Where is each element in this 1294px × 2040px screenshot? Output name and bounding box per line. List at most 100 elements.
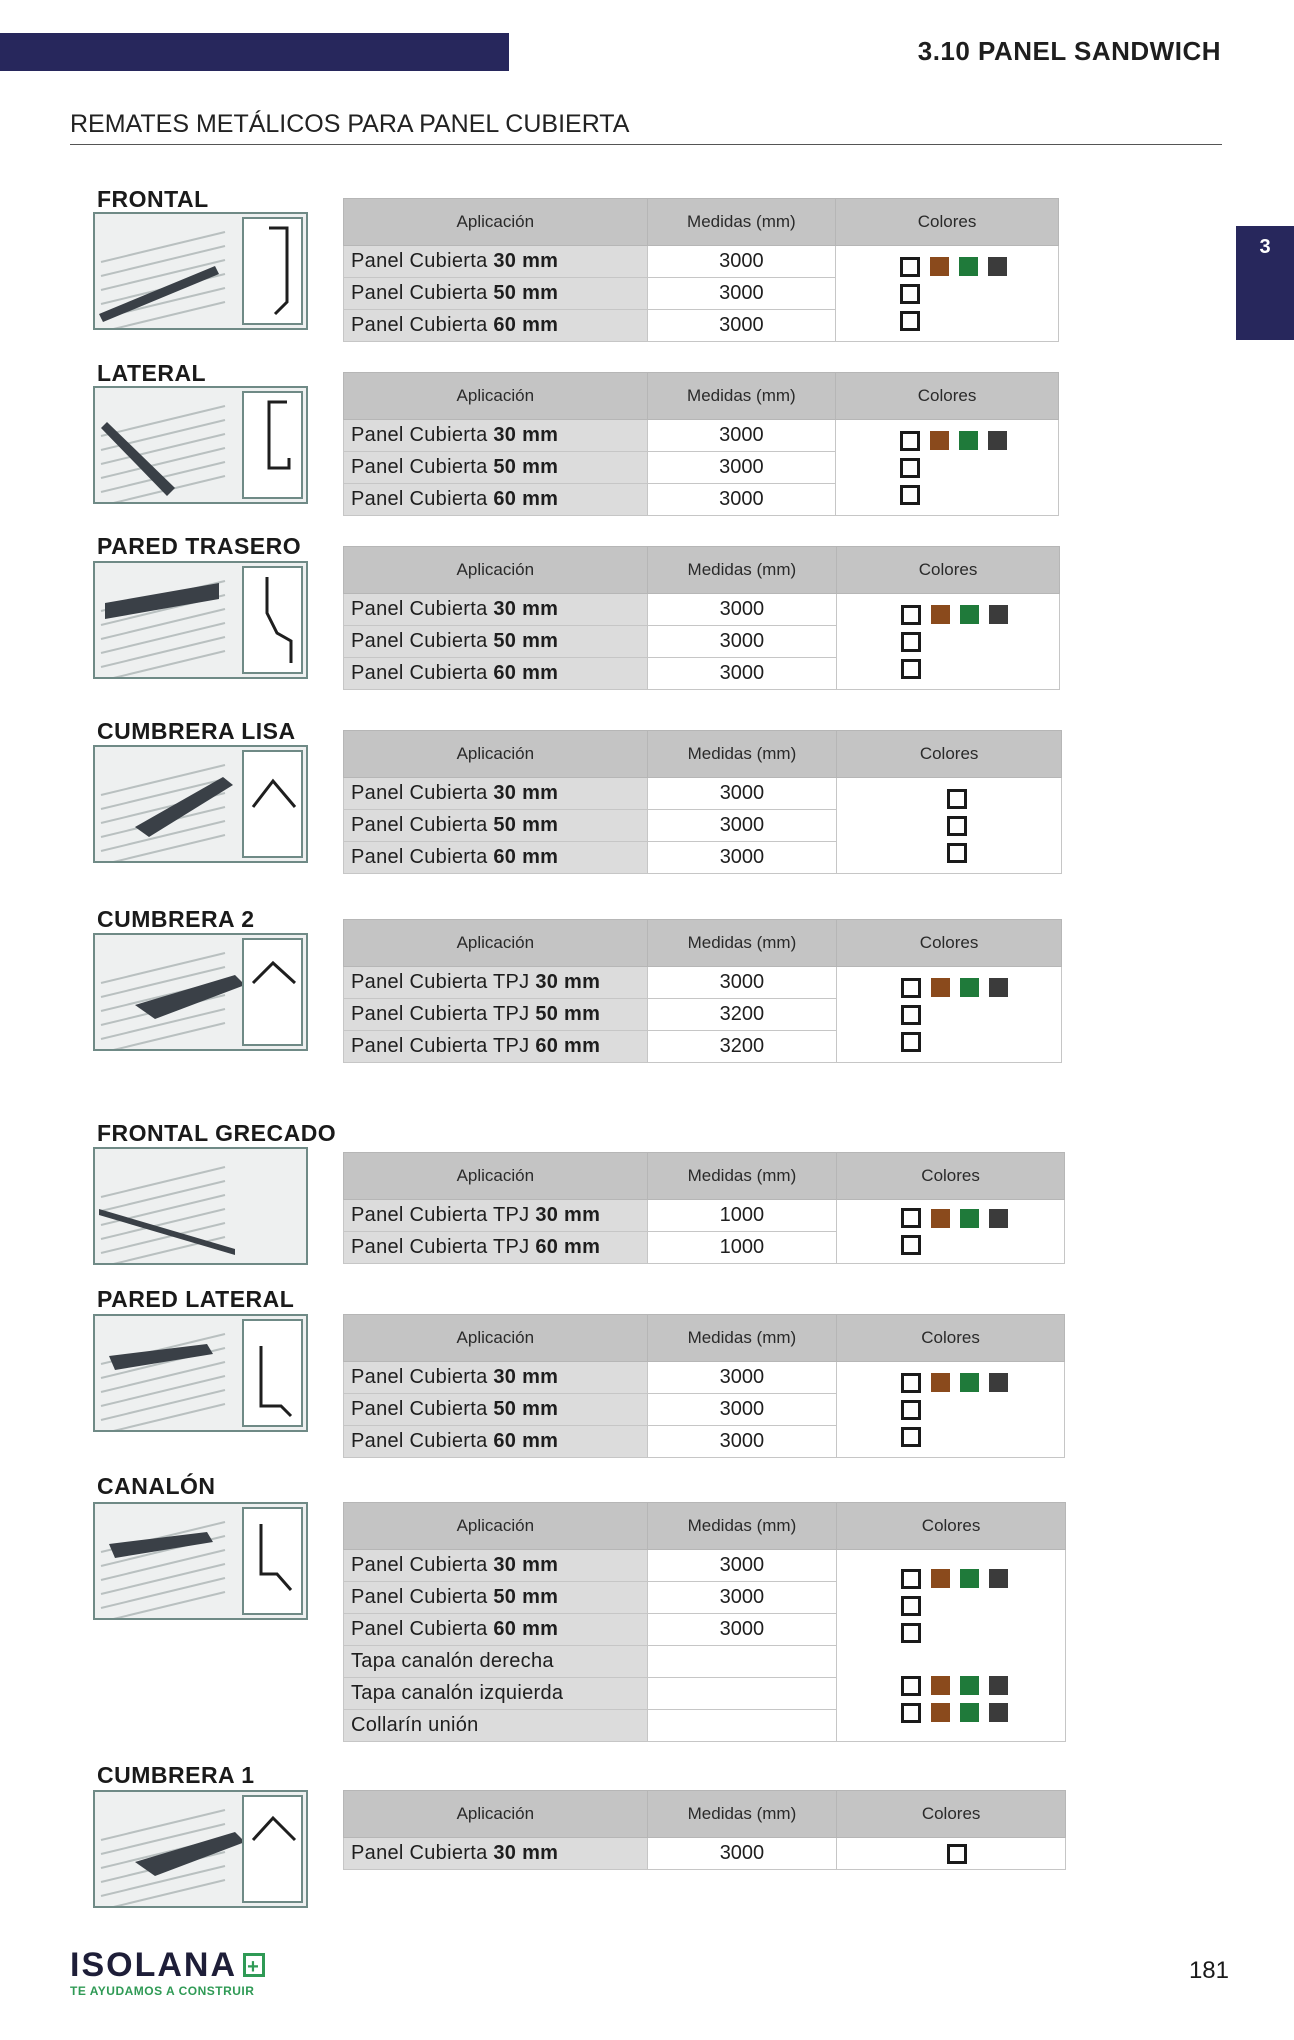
- aplicacion-cell: Panel Cubierta 60 mm: [343, 657, 648, 690]
- chapter-tab[interactable]: 3: [1236, 226, 1294, 340]
- color-swatch-gray: [989, 978, 1009, 997]
- color-swatch-row: [901, 1399, 922, 1420]
- header-aplicacion: Aplicación: [343, 919, 648, 967]
- section-title-pared-trasero: PARED TRASERO: [97, 533, 302, 559]
- color-swatch-gray: [989, 1208, 1009, 1228]
- header-medidas: Medidas (mm): [646, 198, 837, 246]
- aplicacion-text: Panel Cubierta TPJ: [351, 1204, 536, 1226]
- medida-cell: 3000: [646, 419, 837, 452]
- aplicacion-cell: Panel Cubierta 50 mm: [343, 451, 648, 484]
- color-swatch-row: [900, 283, 921, 304]
- thickness-value: 50 mm: [493, 630, 559, 652]
- logo-tagline: TE AYUDAMOS A CONSTRUIR: [70, 1984, 255, 1998]
- aplicacion-text: Panel Cubierta: [351, 782, 494, 804]
- color-swatch-white: [900, 457, 921, 478]
- header-aplicacion: Aplicación: [343, 1314, 648, 1362]
- thickness-value: 60 mm: [493, 846, 559, 868]
- aplicacion-text: Panel Cubierta: [351, 662, 494, 684]
- color-swatch-white: [901, 1568, 922, 1589]
- color-swatch-white: [947, 1843, 968, 1864]
- aplicacion-cell: Panel Cubierta 60 mm: [343, 483, 648, 516]
- page-number: 181: [1188, 1957, 1229, 1984]
- aplicacion-text: Panel Cubierta TPJ: [351, 1035, 536, 1057]
- color-swatch-white: [901, 1235, 922, 1255]
- thickness-value: 60 mm: [535, 1236, 601, 1258]
- header-colores: Colores: [836, 1314, 1065, 1362]
- thickness-value: 60 mm: [493, 1618, 559, 1640]
- header-colores: Colores: [836, 1790, 1066, 1838]
- aplicacion-text: Panel Cubierta: [351, 250, 494, 272]
- aplicacion-text: Panel Cubierta: [351, 1554, 494, 1576]
- aplicacion-text: Collarín unión: [351, 1714, 479, 1736]
- medida-cell: 3000: [646, 1425, 838, 1458]
- header-medidas: Medidas (mm): [646, 919, 838, 967]
- color-swatch-row: [901, 1372, 1009, 1393]
- aplicacion-text: Panel Cubierta: [351, 598, 494, 620]
- header-aplicacion: Aplicación: [343, 372, 648, 420]
- aplicacion-cell: Panel Cubierta TPJ 30 mm: [343, 966, 648, 999]
- aplicacion-text: Panel Cubierta: [351, 1618, 494, 1640]
- color-swatch-white: [900, 256, 921, 277]
- thickness-value: 30 mm: [493, 598, 559, 620]
- color-swatch-green: [960, 605, 980, 624]
- color-swatch-row: [947, 842, 968, 863]
- thickness-value: 60 mm: [493, 314, 559, 336]
- canalon-profile-illustration: [93, 1502, 308, 1620]
- table-row: Tapa canalón izquierda: [343, 1677, 1066, 1710]
- medida-cell: 1000: [646, 1199, 838, 1232]
- thickness-value: 30 mm: [535, 971, 601, 993]
- thickness-value: 60 mm: [493, 488, 559, 510]
- pared-trasero-profile-illustration: [93, 561, 308, 679]
- color-swatch-green: [960, 1208, 980, 1228]
- color-swatch-gray: [989, 1569, 1009, 1588]
- logo-plus-icon: +: [243, 1953, 265, 1978]
- header-medidas: Medidas (mm): [646, 1790, 838, 1838]
- aplicacion-cell: Panel Cubierta TPJ 50 mm: [343, 998, 648, 1031]
- color-swatch-white: [901, 1595, 922, 1616]
- thickness-value: 50 mm: [493, 456, 559, 478]
- thickness-value: 50 mm: [493, 1398, 559, 1420]
- lateral-profile-illustration: [93, 386, 308, 504]
- aplicacion-cell: Panel Cubierta 50 mm: [343, 625, 648, 658]
- color-swatch-white: [901, 1399, 922, 1420]
- color-swatch-white: [901, 1208, 922, 1228]
- color-swatch-row: [901, 1031, 922, 1052]
- color-swatch-row: [901, 1004, 922, 1025]
- color-swatch-white: [901, 1675, 922, 1696]
- header-colores: Colores: [836, 1502, 1066, 1550]
- thickness-value: 60 mm: [493, 662, 559, 684]
- aplicacion-text: Tapa canalón izquierda: [351, 1682, 564, 1704]
- color-swatch-white: [901, 658, 922, 679]
- color-swatch-row: [901, 1568, 1009, 1589]
- thickness-value: 30 mm: [493, 250, 559, 272]
- header-aplicacion: Aplicación: [343, 1152, 648, 1200]
- color-swatch-brown: [931, 1569, 951, 1588]
- table-row: Panel Cubierta 30 mm 3000: [343, 1361, 1065, 1458]
- color-swatch-row: [901, 1426, 922, 1447]
- thickness-value: 30 mm: [493, 1366, 559, 1388]
- medida-cell: 3000: [646, 1581, 838, 1614]
- medida-cell: [646, 1677, 838, 1710]
- color-swatch-green: [960, 978, 980, 997]
- medida-cell: 3000: [646, 451, 837, 484]
- aplicacion-text: Panel Cubierta: [351, 1366, 494, 1388]
- aplicacion-cell: Panel Cubierta 30 mm: [343, 419, 648, 452]
- thickness-value: 60 mm: [493, 1430, 559, 1452]
- pared-lateral-profile-illustration: [93, 1314, 308, 1432]
- medida-cell: 1000: [646, 1231, 838, 1264]
- color-swatch-row: [901, 631, 922, 652]
- medida-cell: 3000: [646, 966, 838, 999]
- aplicacion-cell: Panel Cubierta 50 mm: [343, 1393, 648, 1426]
- header-medidas: Medidas (mm): [646, 730, 838, 778]
- header-aplicacion: Aplicación: [343, 730, 648, 778]
- heading-divider: [70, 144, 1222, 145]
